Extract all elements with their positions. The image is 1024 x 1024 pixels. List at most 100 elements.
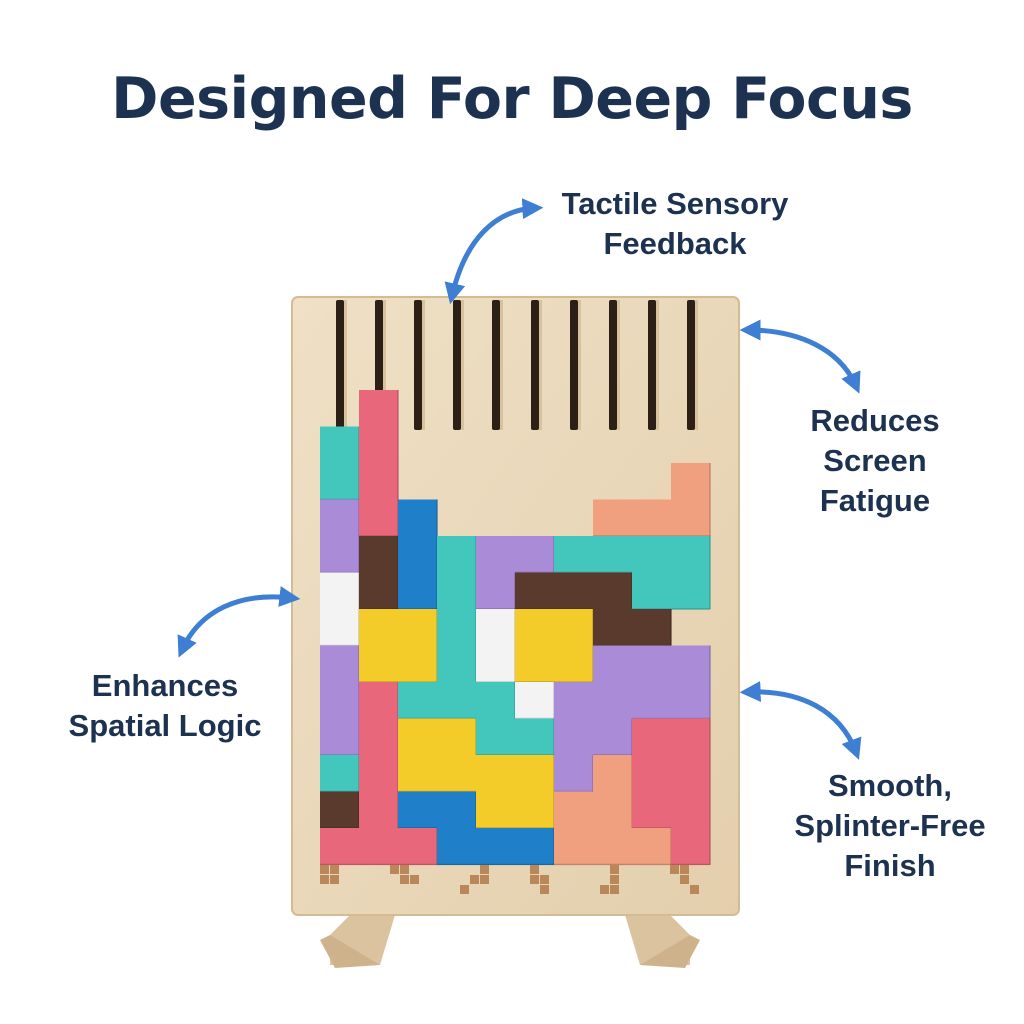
piece-cell: [632, 572, 672, 610]
piece-cell: [632, 828, 672, 865]
piece-cell: [554, 791, 594, 829]
tetromino-pieces: [320, 390, 711, 866]
piece-cell: [437, 609, 477, 646]
slot-edge: [461, 300, 464, 430]
piece-cell: [632, 645, 672, 683]
feature-line: Enhances: [91, 668, 239, 703]
slot-edge: [500, 300, 503, 430]
arrow-reduces: [739, 319, 861, 394]
piece-cell: [632, 791, 672, 829]
piece-cell: [593, 499, 633, 537]
piece-cell: [671, 755, 711, 792]
engraved-piece-guides: [320, 865, 699, 894]
piece-cell: [671, 682, 711, 719]
piece-cell: [398, 718, 438, 756]
piece-cell: [437, 536, 477, 573]
piece-cell: [593, 755, 633, 792]
slot-edge: [344, 300, 347, 430]
piece-cell: [515, 609, 555, 646]
piece-cell: [515, 645, 555, 683]
piece-cell: [437, 828, 477, 865]
piece-cell: [320, 791, 360, 829]
page-title: Designed For Deep Focus: [111, 66, 913, 132]
piece-cell: [593, 536, 633, 573]
piece-cell: [671, 791, 711, 829]
piece-cell: [437, 791, 477, 829]
piece-cell: [476, 609, 516, 646]
slot-edge: [539, 300, 542, 430]
feature-reduces-fatigue: Reduces Screen Fatigue: [770, 401, 980, 521]
piece-cell: [320, 499, 360, 537]
piece-cell: [632, 609, 672, 646]
piece-cell: [671, 645, 711, 683]
piece-cell: [515, 682, 555, 719]
piece-cell: [476, 718, 516, 756]
piece-cell: [398, 536, 438, 573]
piece-cell: [320, 463, 360, 500]
slot: [531, 300, 539, 430]
piece-cell: [515, 755, 555, 792]
feature-line: Tactile Sensory: [561, 186, 789, 221]
piece-cell: [398, 499, 438, 537]
piece-cell: [476, 536, 516, 573]
piece-cell: [320, 682, 360, 719]
piece-cell: [359, 390, 399, 427]
piece-cell: [476, 828, 516, 865]
piece-cell: [320, 755, 360, 792]
piece-cell: [359, 755, 399, 792]
piece-cell: [359, 791, 399, 829]
piece-cell: [476, 572, 516, 610]
engraved-square: [680, 865, 689, 874]
piece-cell: [437, 718, 477, 756]
slot-edge: [383, 300, 386, 430]
arrow-tactile: [444, 198, 544, 305]
piece-cell: [476, 645, 516, 683]
piece-cell: [359, 572, 399, 610]
piece-cell: [359, 828, 399, 865]
arrow-spatial: [177, 586, 301, 658]
piece-cell: [593, 609, 633, 646]
board-slots: [336, 300, 698, 430]
piece-cell: [515, 718, 555, 756]
engraved-square: [400, 865, 409, 874]
piece-cell: [515, 572, 555, 610]
slot-edge: [422, 300, 425, 430]
piece-cell: [398, 609, 438, 646]
slot: [453, 300, 461, 430]
piece-cell: [398, 682, 438, 719]
piece-cell: [437, 645, 477, 683]
engraved-square: [320, 875, 329, 884]
slot: [609, 300, 617, 430]
engraved-square: [670, 865, 679, 874]
piece-cell: [359, 536, 399, 573]
piece-cell: [320, 536, 360, 573]
piece-cell: [554, 609, 594, 646]
engraved-square: [460, 885, 469, 894]
engraved-square: [390, 865, 399, 874]
piece-cell: [554, 755, 594, 792]
feature-line: Reduces: [810, 403, 940, 438]
slot: [687, 300, 695, 430]
engraved-square: [540, 885, 549, 894]
piece-cell: [359, 426, 399, 464]
piece-cell: [632, 718, 672, 756]
piece-cell: [398, 755, 438, 792]
slot: [414, 300, 422, 430]
engraved-square: [330, 875, 339, 884]
piece-cell: [515, 536, 555, 573]
feature-line: Fatigue: [819, 483, 931, 518]
piece-cell: [671, 536, 711, 573]
engraved-square: [690, 885, 699, 894]
piece-cell: [593, 791, 633, 829]
piece-cell: [320, 718, 360, 756]
piece-cell: [554, 718, 594, 756]
piece-cell: [437, 682, 477, 719]
piece-cell: [671, 572, 711, 610]
piece-cell: [320, 609, 360, 646]
engraved-square: [600, 885, 609, 894]
piece-cell: [437, 755, 477, 792]
engraved-square: [400, 875, 409, 884]
engraved-square: [610, 885, 619, 894]
piece-cell: [554, 682, 594, 719]
engraved-square: [470, 875, 479, 884]
